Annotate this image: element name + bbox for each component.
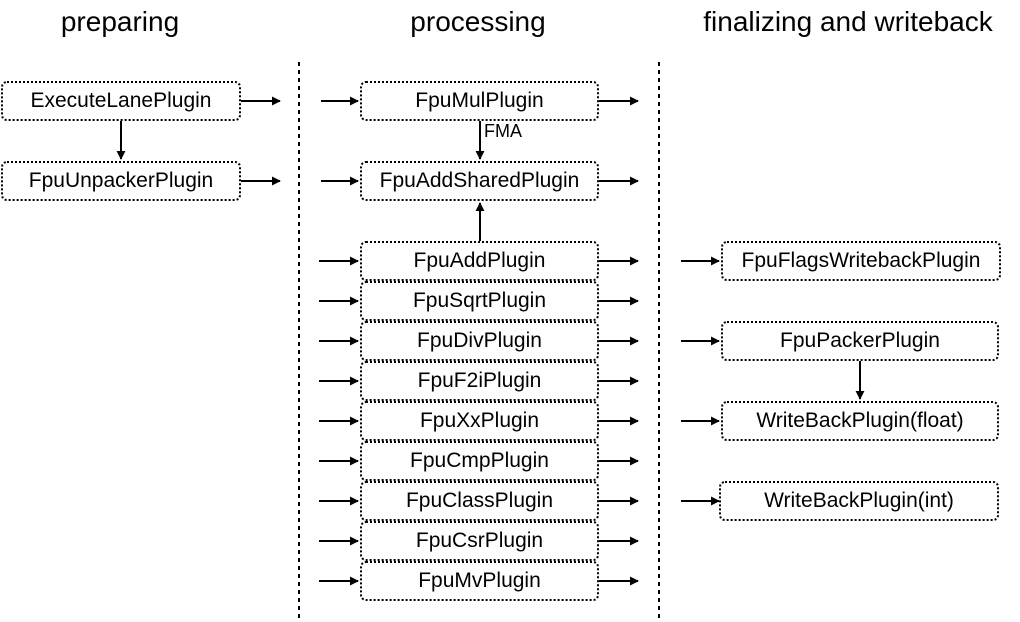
write-back-plugin-float: WriteBackPlugin(float) bbox=[721, 401, 999, 441]
header-preparing: preparing bbox=[60, 6, 180, 37]
fpu-add-shared-plugin: FpuAddSharedPlugin bbox=[360, 161, 599, 201]
fpu-unpacker-plugin: FpuUnpackerPlugin bbox=[1, 161, 241, 201]
fpu-class-plugin: FpuClassPlugin bbox=[360, 481, 599, 521]
fpu-add-plugin: FpuAddPlugin bbox=[360, 241, 599, 281]
header-processing: processing bbox=[410, 6, 546, 37]
header-finalizing: finalizing and writeback bbox=[703, 6, 993, 37]
fpu-csr-plugin: FpuCsrPlugin bbox=[360, 521, 599, 561]
fpu-div-plugin: FpuDivPlugin bbox=[360, 321, 599, 361]
write-back-plugin-int: WriteBackPlugin(int) bbox=[719, 481, 999, 521]
fma-edge-label: FMA bbox=[484, 121, 522, 141]
fpu-f2i-plugin: FpuF2iPlugin bbox=[360, 361, 599, 401]
fpu-cmp-plugin: FpuCmpPlugin bbox=[360, 441, 599, 481]
fpu-packer-plugin: FpuPackerPlugin bbox=[721, 321, 999, 361]
arrows bbox=[116, 96, 865, 586]
fpu-xx-plugin: FpuXxPlugin bbox=[360, 401, 599, 441]
fpu-flags-writeback-plugin: FpuFlagsWritebackPlugin bbox=[721, 241, 1001, 281]
fpu-mul-plugin: FpuMulPlugin bbox=[360, 81, 599, 121]
fpu-sqrt-plugin: FpuSqrtPlugin bbox=[360, 281, 599, 321]
execute-lane-plugin: ExecuteLanePlugin bbox=[1, 81, 241, 121]
fpu-mv-plugin: FpuMvPlugin bbox=[360, 561, 599, 601]
